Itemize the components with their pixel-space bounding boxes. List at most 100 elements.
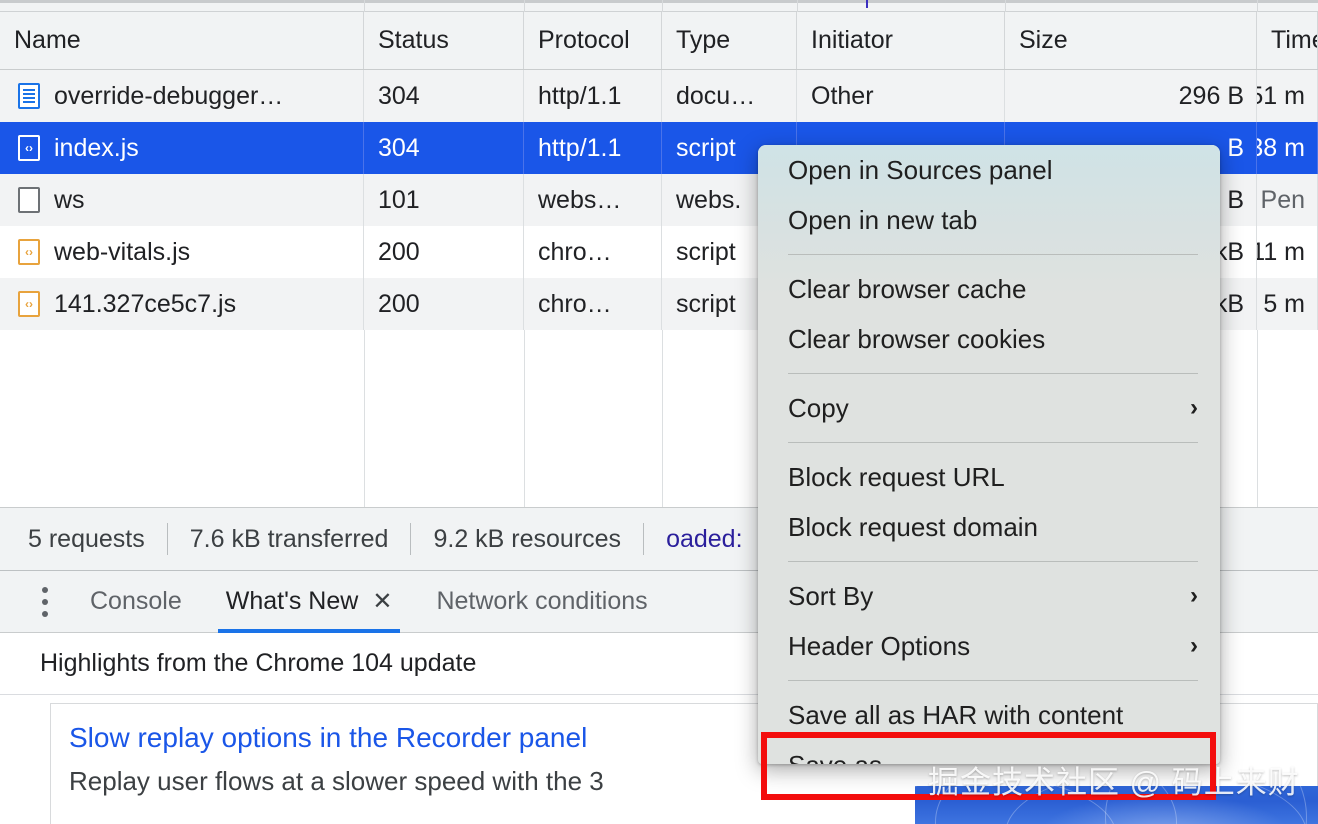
cell-type: script <box>662 122 797 174</box>
cell-size: B <box>1005 122 1257 174</box>
cell-name: ws <box>0 174 364 226</box>
menu-item-block-request-url[interactable]: Block request URL <box>758 452 1220 502</box>
table-header-row[interactable]: NameStatusProtocolTypeInitiatorSizeTime <box>0 12 1318 70</box>
document-icon <box>18 83 40 109</box>
menu-item-save-as[interactable]: Save as <box>758 740 1220 765</box>
tab-label: Console <box>90 587 182 615</box>
cell-status: 200 <box>364 226 524 278</box>
menu-item-label: Save as <box>788 750 882 765</box>
overview-divider <box>1257 0 1258 12</box>
script-icon: ‹› <box>18 239 40 265</box>
menu-separator <box>788 442 1198 443</box>
menu-item-label: Copy <box>788 392 849 423</box>
decorative-banner-image <box>915 786 1318 824</box>
column-header-protocol[interactable]: Protocol <box>524 12 662 69</box>
menu-item-label: Block request URL <box>788 461 1005 492</box>
table-gridline <box>662 330 663 507</box>
cell-initiator: Other <box>797 70 1005 122</box>
script-icon: ‹› <box>18 291 40 317</box>
menu-item-label: Open in Sources panel <box>788 154 1053 185</box>
column-header-time[interactable]: Time <box>1257 12 1318 69</box>
tab-network-conditions[interactable]: Network conditions <box>414 571 669 633</box>
menu-item-label: Header Options <box>788 630 971 661</box>
cell-protocol: chro… <box>524 278 662 330</box>
cell-size: B <box>1005 174 1257 226</box>
menu-item-open-in-new-tab[interactable]: Open in new tab <box>758 195 1220 245</box>
menu-item-label: Block request domain <box>788 511 1039 542</box>
cell-protocol: chro… <box>524 226 662 278</box>
column-header-name[interactable]: Name <box>0 12 364 69</box>
summary-requests: 5 requests <box>28 524 145 553</box>
menu-separator <box>788 254 1198 255</box>
menu-item-block-request-domain[interactable]: Block request domain <box>758 502 1220 552</box>
menu-item-label: Save all as HAR with content <box>788 699 1124 730</box>
network-overview-strip[interactable] <box>0 0 1318 12</box>
cell-status: 101 <box>364 174 524 226</box>
overview-event-marker <box>866 0 868 8</box>
cell-name: ‹› 141.327ce5c7.js <box>0 278 364 330</box>
menu-item-clear-browser-cookies[interactable]: Clear browser cookies <box>758 314 1220 364</box>
cell-protocol: http/1.1 <box>524 70 662 122</box>
summary-transferred: 7.6 kB transferred <box>189 524 389 553</box>
request-name: ws <box>54 185 85 214</box>
chevron-right-icon: › <box>1190 582 1198 609</box>
kebab-dot <box>42 610 48 617</box>
cell-status: 304 <box>364 122 524 174</box>
whats-new-heading: Highlights from the Chrome 104 update <box>0 633 1318 695</box>
chevron-right-icon: › <box>1190 632 1198 659</box>
kebab-dot <box>42 598 48 605</box>
menu-item-clear-browser-cache[interactable]: Clear browser cache <box>758 264 1220 314</box>
menu-separator <box>788 373 1198 374</box>
request-name: index.js <box>54 133 139 162</box>
menu-separator <box>788 561 1198 562</box>
menu-item-save-all-as-har-with-content[interactable]: Save all as HAR with content <box>758 690 1220 740</box>
tab-console[interactable]: Console <box>68 571 204 633</box>
cell-protocol: http/1.1 <box>524 122 662 174</box>
menu-item-sort-by[interactable]: Sort By › <box>758 571 1220 621</box>
menu-item-header-options[interactable]: Header Options › <box>758 621 1220 671</box>
summary-separator <box>410 523 412 555</box>
table-gridline <box>364 330 365 507</box>
overview-divider <box>364 0 365 12</box>
column-header-size[interactable]: Size <box>1005 12 1257 69</box>
chevron-right-icon: › <box>1190 394 1198 421</box>
tab-what-s-new[interactable]: What's New✕ <box>204 571 415 633</box>
cell-protocol: webs… <box>524 174 662 226</box>
summary-resources: 9.2 kB resources <box>433 524 622 553</box>
tab-label: Network conditions <box>436 587 648 615</box>
cell-status: 200 <box>364 278 524 330</box>
cell-time: 51 m <box>1257 70 1318 122</box>
overview-divider <box>797 0 798 12</box>
cell-time: 38 m <box>1257 122 1318 174</box>
script-icon: ‹› <box>18 135 40 161</box>
banner-arc <box>1105 786 1307 824</box>
card-body-text: Replay user flows at a slower speed with… <box>69 766 604 796</box>
generic-file-icon <box>18 187 40 213</box>
column-header-type[interactable]: Type <box>662 12 797 69</box>
kebab-dot <box>42 586 48 593</box>
request-name: web-vitals.js <box>54 237 191 266</box>
overview-top-border <box>0 0 1318 3</box>
menu-item-copy[interactable]: Copy › <box>758 383 1220 433</box>
summary-loaded: oaded: <box>666 524 743 553</box>
table-gridline <box>1257 330 1258 507</box>
table-gridline <box>524 330 525 507</box>
menu-item-label: Open in new tab <box>788 204 978 235</box>
menu-item-label: Clear browser cookies <box>788 323 1046 354</box>
overview-divider <box>662 0 663 12</box>
menu-item-label: Sort By <box>788 580 874 611</box>
card-title-link[interactable]: Slow replay options in the Recorder pane… <box>69 722 588 753</box>
column-header-initiator[interactable]: Initiator <box>797 12 1005 69</box>
cell-size: 296 B <box>1005 70 1257 122</box>
more-options-icon[interactable] <box>22 571 68 633</box>
request-name: override-debugger… <box>54 81 284 110</box>
cell-name: ‹› web-vitals.js <box>0 226 364 278</box>
request-name: 141.327ce5c7.js <box>54 289 237 318</box>
close-icon[interactable]: ✕ <box>372 587 393 615</box>
menu-item-open-in-sources-panel[interactable]: Open in Sources panel <box>758 145 1220 195</box>
column-header-status[interactable]: Status <box>364 12 524 69</box>
cell-type: docu… <box>662 70 797 122</box>
